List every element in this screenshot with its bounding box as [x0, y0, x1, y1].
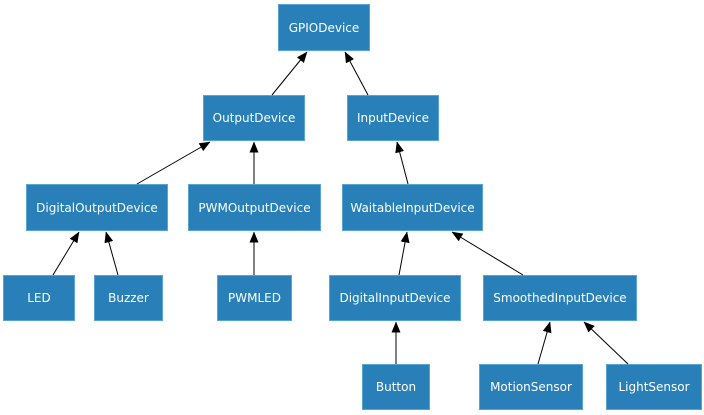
node-label: WaitableInputDevice [350, 200, 475, 215]
edge-waitableinputdevice-inputdevice [395, 141, 409, 185]
node-digitaloutputdevice: DigitalOutputDevice [26, 184, 168, 231]
node-pwmled: PWMLED [217, 275, 292, 321]
node-label: Buzzer [108, 291, 149, 305]
node-lightsensor: LightSensor [606, 364, 702, 410]
node-outputdevice: OutputDevice [203, 95, 305, 141]
node-label: OutputDevice [212, 111, 296, 125]
node-label: InputDevice [356, 111, 430, 125]
node-button: Button [362, 364, 430, 410]
node-gpiodevice: GPIODevice [278, 4, 370, 51]
edge-smoothedinputdevice-waitableinputdevice [451, 231, 524, 276]
node-label: DigitalOutputDevice [36, 200, 158, 215]
node-waitableinputdevice: WaitableInputDevice [342, 184, 483, 231]
node-label: LightSensor [618, 380, 690, 394]
edge-motionsensor-smoothedinputdevice [537, 321, 552, 365]
node-label: PWMLED [228, 291, 281, 305]
node-label: LED [27, 291, 51, 305]
edge-digitaloutputdevice-outputdevice [136, 141, 211, 185]
edge-digitalinputdevice-waitableinputdevice [398, 231, 410, 276]
node-label: DigitalInputDevice [339, 291, 451, 305]
node-smoothedinputdevice: SmoothedInputDevice [483, 275, 637, 321]
edge-buzzer-digitaloutputdevice [104, 231, 119, 276]
node-label: SmoothedInputDevice [493, 291, 627, 305]
node-digitalinputdevice: DigitalInputDevice [329, 275, 461, 321]
node-inputdevice: InputDevice [347, 95, 439, 141]
node-label: PWMOutputDevice [198, 200, 311, 215]
node-led: LED [3, 275, 75, 321]
node-label: MotionSensor [490, 380, 572, 394]
node-buzzer: Buzzer [94, 275, 163, 321]
edge-inputdevice-gpiodevice [344, 51, 369, 96]
node-motionsensor: MotionSensor [479, 364, 583, 410]
edge-lightsensor-smoothedinputdevice [583, 321, 629, 365]
node-label: GPIODevice [288, 20, 360, 35]
edge-led-digitaloutputdevice [52, 231, 80, 276]
node-pwmoutputdevice: PWMOutputDevice [188, 184, 321, 231]
edge-outputdevice-gpiodevice [271, 51, 308, 96]
node-label: Button [375, 380, 417, 394]
